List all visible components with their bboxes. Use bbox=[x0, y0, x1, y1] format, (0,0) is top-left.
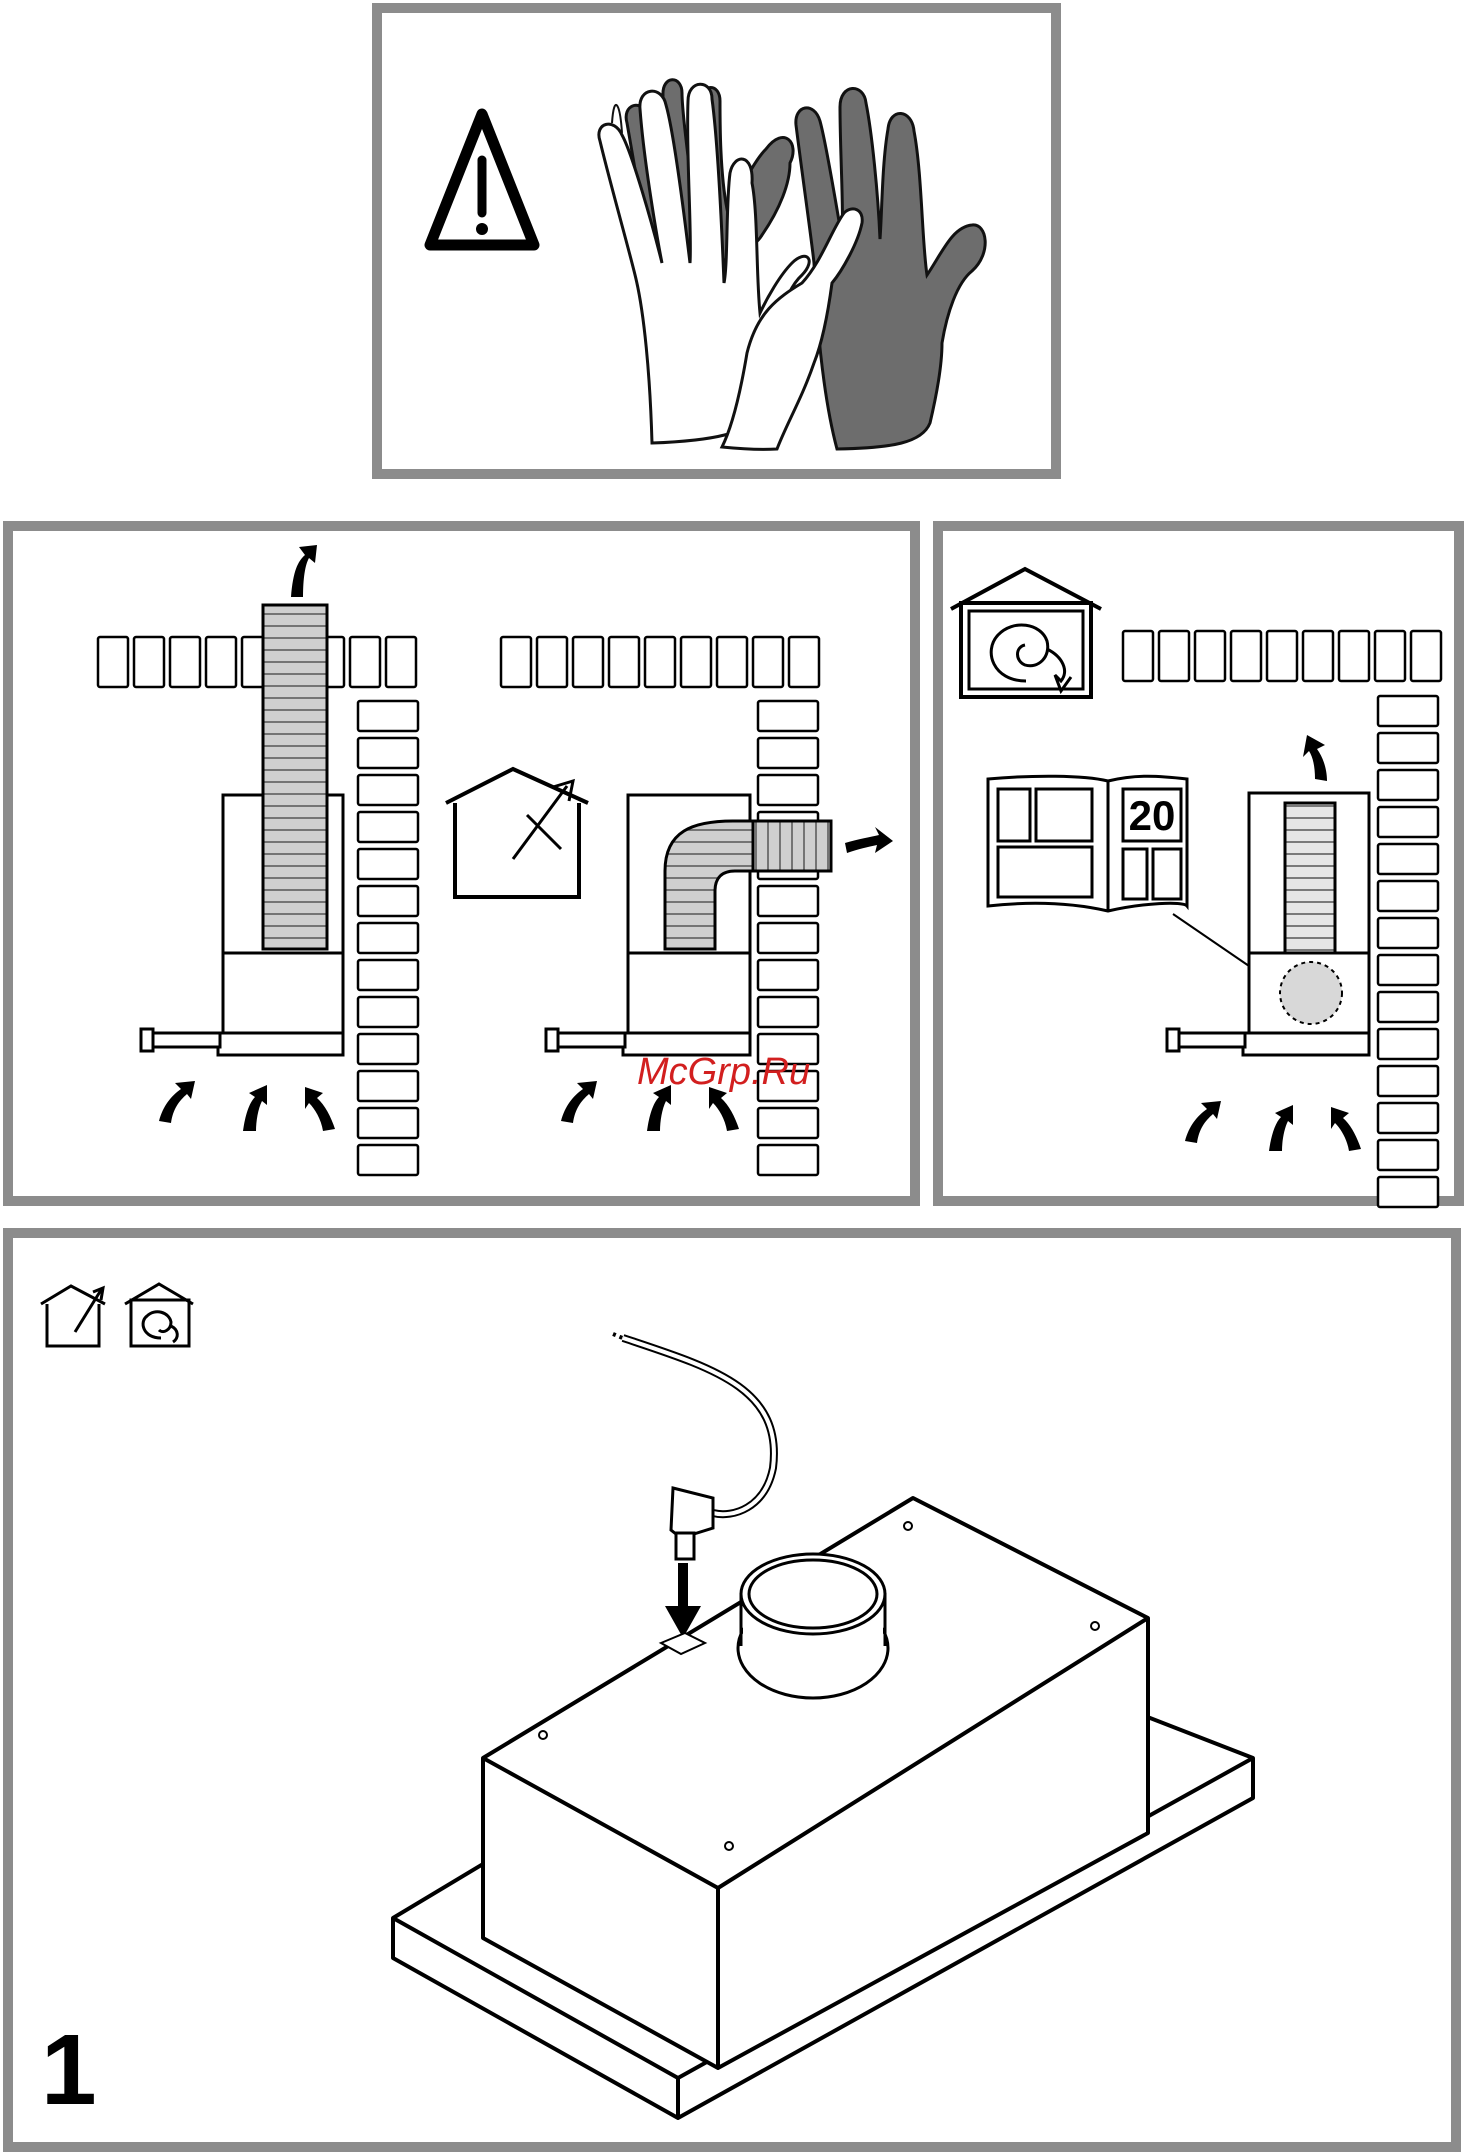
air-up-arrow bbox=[1303, 735, 1327, 781]
brick bbox=[350, 637, 380, 687]
brick bbox=[1159, 631, 1189, 681]
warning-icon bbox=[430, 114, 534, 245]
brick bbox=[386, 637, 416, 687]
step-1-panel: 1 bbox=[3, 1228, 1461, 2152]
recirculation-panel: 20 bbox=[933, 521, 1464, 1206]
brick bbox=[1378, 733, 1438, 763]
brick bbox=[358, 1145, 418, 1175]
brick bbox=[358, 923, 418, 953]
brick bbox=[758, 960, 818, 990]
brick bbox=[1411, 631, 1441, 681]
brick bbox=[758, 886, 818, 916]
air-outlet-collar bbox=[738, 1554, 888, 1698]
brick bbox=[358, 775, 418, 805]
brick bbox=[758, 997, 818, 1027]
brick bbox=[98, 637, 128, 687]
brick bbox=[1231, 631, 1261, 681]
brick bbox=[1378, 807, 1438, 837]
extraction-house-icon bbox=[41, 1286, 105, 1346]
power-plug-icon bbox=[671, 1488, 713, 1559]
step-number: 1 bbox=[41, 2020, 97, 2120]
brick bbox=[1378, 1029, 1438, 1059]
brick bbox=[789, 637, 819, 687]
insert-arrow bbox=[665, 1563, 701, 1638]
brick bbox=[645, 637, 675, 687]
air-out-arrow bbox=[291, 545, 317, 597]
brick bbox=[1303, 631, 1333, 681]
brick bbox=[1378, 1066, 1438, 1096]
brick bbox=[358, 1071, 418, 1101]
brick bbox=[573, 637, 603, 687]
brick bbox=[358, 849, 418, 879]
brick bbox=[1378, 992, 1438, 1022]
brick bbox=[1378, 918, 1438, 948]
booklet-page-number: 20 bbox=[1129, 792, 1176, 839]
brick bbox=[1378, 770, 1438, 800]
brick bbox=[1195, 631, 1225, 681]
safety-panel bbox=[372, 3, 1061, 479]
brick bbox=[537, 637, 567, 687]
brick bbox=[758, 1145, 818, 1175]
brick bbox=[1267, 631, 1297, 681]
recirculation-house-icon bbox=[951, 569, 1101, 697]
hood-recirculation bbox=[1167, 793, 1369, 1055]
air-intake-arrows bbox=[1185, 1101, 1361, 1151]
brick bbox=[358, 738, 418, 768]
brick bbox=[758, 701, 818, 731]
brick bbox=[358, 1034, 418, 1064]
power-cable bbox=[613, 1334, 774, 1514]
brick bbox=[1375, 631, 1405, 681]
brick bbox=[753, 637, 783, 687]
brick bbox=[358, 701, 418, 731]
watermark: McGrp.Ru bbox=[637, 1053, 810, 1091]
brick bbox=[758, 1108, 818, 1138]
brick bbox=[358, 997, 418, 1027]
brick bbox=[206, 637, 236, 687]
brick bbox=[1378, 1177, 1438, 1207]
brick bbox=[1378, 1103, 1438, 1133]
recirculation-house-icon bbox=[125, 1284, 193, 1346]
brick bbox=[134, 637, 164, 687]
brick bbox=[1378, 1140, 1438, 1170]
extraction-house-icon bbox=[446, 769, 588, 897]
brick bbox=[1378, 955, 1438, 985]
brick bbox=[717, 637, 747, 687]
brick bbox=[501, 637, 531, 687]
extraction-illustration bbox=[13, 531, 910, 1196]
work-gloves-icon bbox=[599, 80, 985, 450]
brick bbox=[681, 637, 711, 687]
brick bbox=[609, 637, 639, 687]
air-side-arrow bbox=[845, 827, 893, 853]
brick bbox=[758, 923, 818, 953]
brick bbox=[758, 775, 818, 805]
brick bbox=[358, 960, 418, 990]
brick bbox=[358, 812, 418, 842]
brick bbox=[358, 1108, 418, 1138]
brick bbox=[1378, 696, 1438, 726]
extraction-panel: McGrp.Ru bbox=[3, 521, 920, 1206]
safety-illustration bbox=[382, 13, 1051, 469]
brick bbox=[1123, 631, 1153, 681]
brick bbox=[1339, 631, 1369, 681]
recirculation-illustration: 20 bbox=[943, 531, 1454, 1196]
brick bbox=[758, 738, 818, 768]
brick bbox=[1378, 881, 1438, 911]
brick bbox=[1378, 844, 1438, 874]
brick bbox=[358, 886, 418, 916]
brick bbox=[170, 637, 200, 687]
hood-installation-illustration bbox=[13, 1238, 1451, 2142]
